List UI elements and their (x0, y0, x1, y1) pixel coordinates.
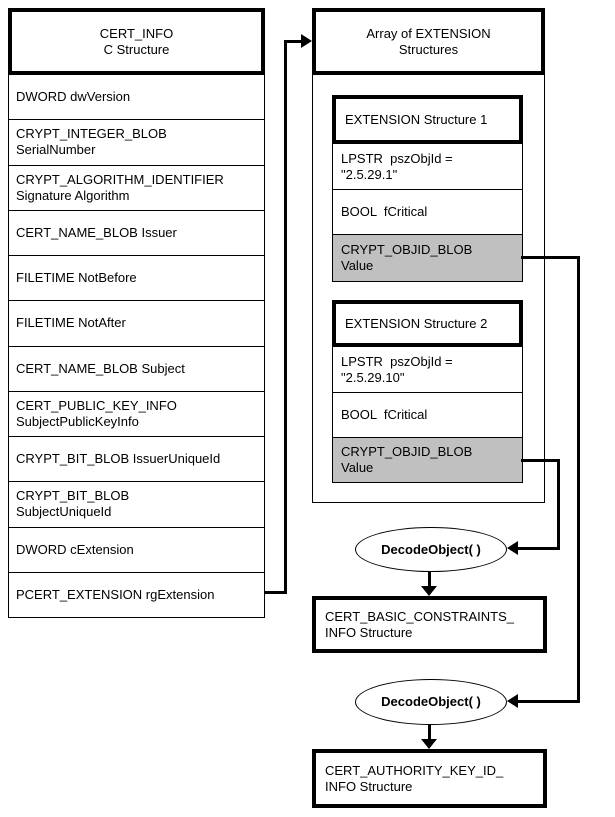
connector-rgextension-horizontal (265, 591, 287, 594)
decode-object-1-ellipse: DecodeObject( ) (355, 527, 507, 572)
extension-structure-2: EXTENSION Structure 2 LPSTR pszObjId = "… (332, 300, 523, 483)
extension-1-row-pszobjid: LPSTR pszObjId = "2.5.29.1" (332, 144, 523, 190)
cert-info-row-notbefore: FILETIME NotBefore (9, 256, 264, 302)
cert-info-row-issuer: CERT_NAME_BLOB Issuer (9, 211, 264, 256)
extension-2-row-pszobjid: LPSTR pszObjId = "2.5.29.10" (332, 347, 523, 393)
extension-structure-1: EXTENSION Structure 1 LPSTR pszObjId = "… (332, 95, 523, 283)
arrowhead-into-decode1-icon (507, 541, 518, 555)
extension-array-header: Array of EXTENSION Structures (312, 8, 545, 75)
extension-1-row-fcritical: BOOL fCritical (332, 190, 523, 235)
extension-structure-1-header: EXTENSION Structure 1 (332, 95, 523, 144)
cert-info-row-subjectpublickeyinfo: CERT_PUBLIC_KEY_INFO SubjectPublicKeyInf… (9, 392, 264, 437)
arrowhead-into-extension-array-icon (301, 34, 312, 48)
connector-ext1-value-out (521, 256, 580, 259)
connector-rgextension-vertical (284, 40, 287, 594)
cert-info-row-issueruniqueid: CRYPT_BIT_BLOB IssuerUniqueId (9, 437, 264, 483)
extension-2-row-fcritical: BOOL fCritical (332, 393, 523, 438)
cert-info-row-notafter: FILETIME NotAfter (9, 301, 264, 347)
connector-decode1-down (428, 571, 431, 588)
arrowhead-into-decode2-icon (507, 694, 518, 708)
connector-rgextension-top (284, 40, 301, 43)
arrowhead-into-authority-key-id-icon (421, 739, 437, 749)
extension-structure-2-header: EXTENSION Structure 2 (332, 300, 523, 347)
connector-ext1-value-into-decode2 (517, 700, 579, 703)
cert-info-row-signature-algorithm: CRYPT_ALGORITHM_IDENTIFIER Signature Alg… (9, 166, 264, 211)
extension-2-row-value: CRYPT_OBJID_BLOB Value (332, 438, 523, 483)
cert-info-row-rgextension: PCERT_EXTENSION rgExtension (16, 586, 215, 602)
cert-basic-constraints-info-box: CERT_BASIC_CONSTRAINTS_ INFO Structure (312, 596, 547, 653)
arrowhead-into-basic-constraints-icon (421, 586, 437, 596)
cert-info-row-subjectuniqueid: CRYPT_BIT_BLOB SubjectUniqueId (9, 482, 264, 528)
connector-ext2-value-into-decode1 (517, 547, 560, 550)
cert-info-table: DWORD dwVersion CRYPT_INTEGER_BLOB Seria… (8, 75, 265, 618)
connector-ext1-value-vertical (577, 256, 580, 703)
cert-info-row-cextension: DWORD cExtension (9, 528, 264, 573)
connector-decode2-down (428, 725, 431, 741)
extension-1-row-value: CRYPT_OBJID_BLOB Value (332, 235, 523, 282)
cert-authority-key-id-info-box: CERT_AUTHORITY_KEY_ID_ INFO Structure (312, 749, 547, 808)
decode-object-2-ellipse: DecodeObject( ) (355, 679, 507, 725)
cert-info-header: CERT_INFO C Structure (8, 8, 265, 75)
connector-ext2-value-vertical (557, 459, 560, 550)
cert-info-row-dwversion: DWORD dwVersion (9, 75, 264, 121)
connector-ext2-value-out (521, 459, 560, 462)
cert-info-row-subject: CERT_NAME_BLOB Subject (9, 347, 264, 392)
cert-info-row-serialnumber: CRYPT_INTEGER_BLOB SerialNumber (9, 120, 264, 166)
